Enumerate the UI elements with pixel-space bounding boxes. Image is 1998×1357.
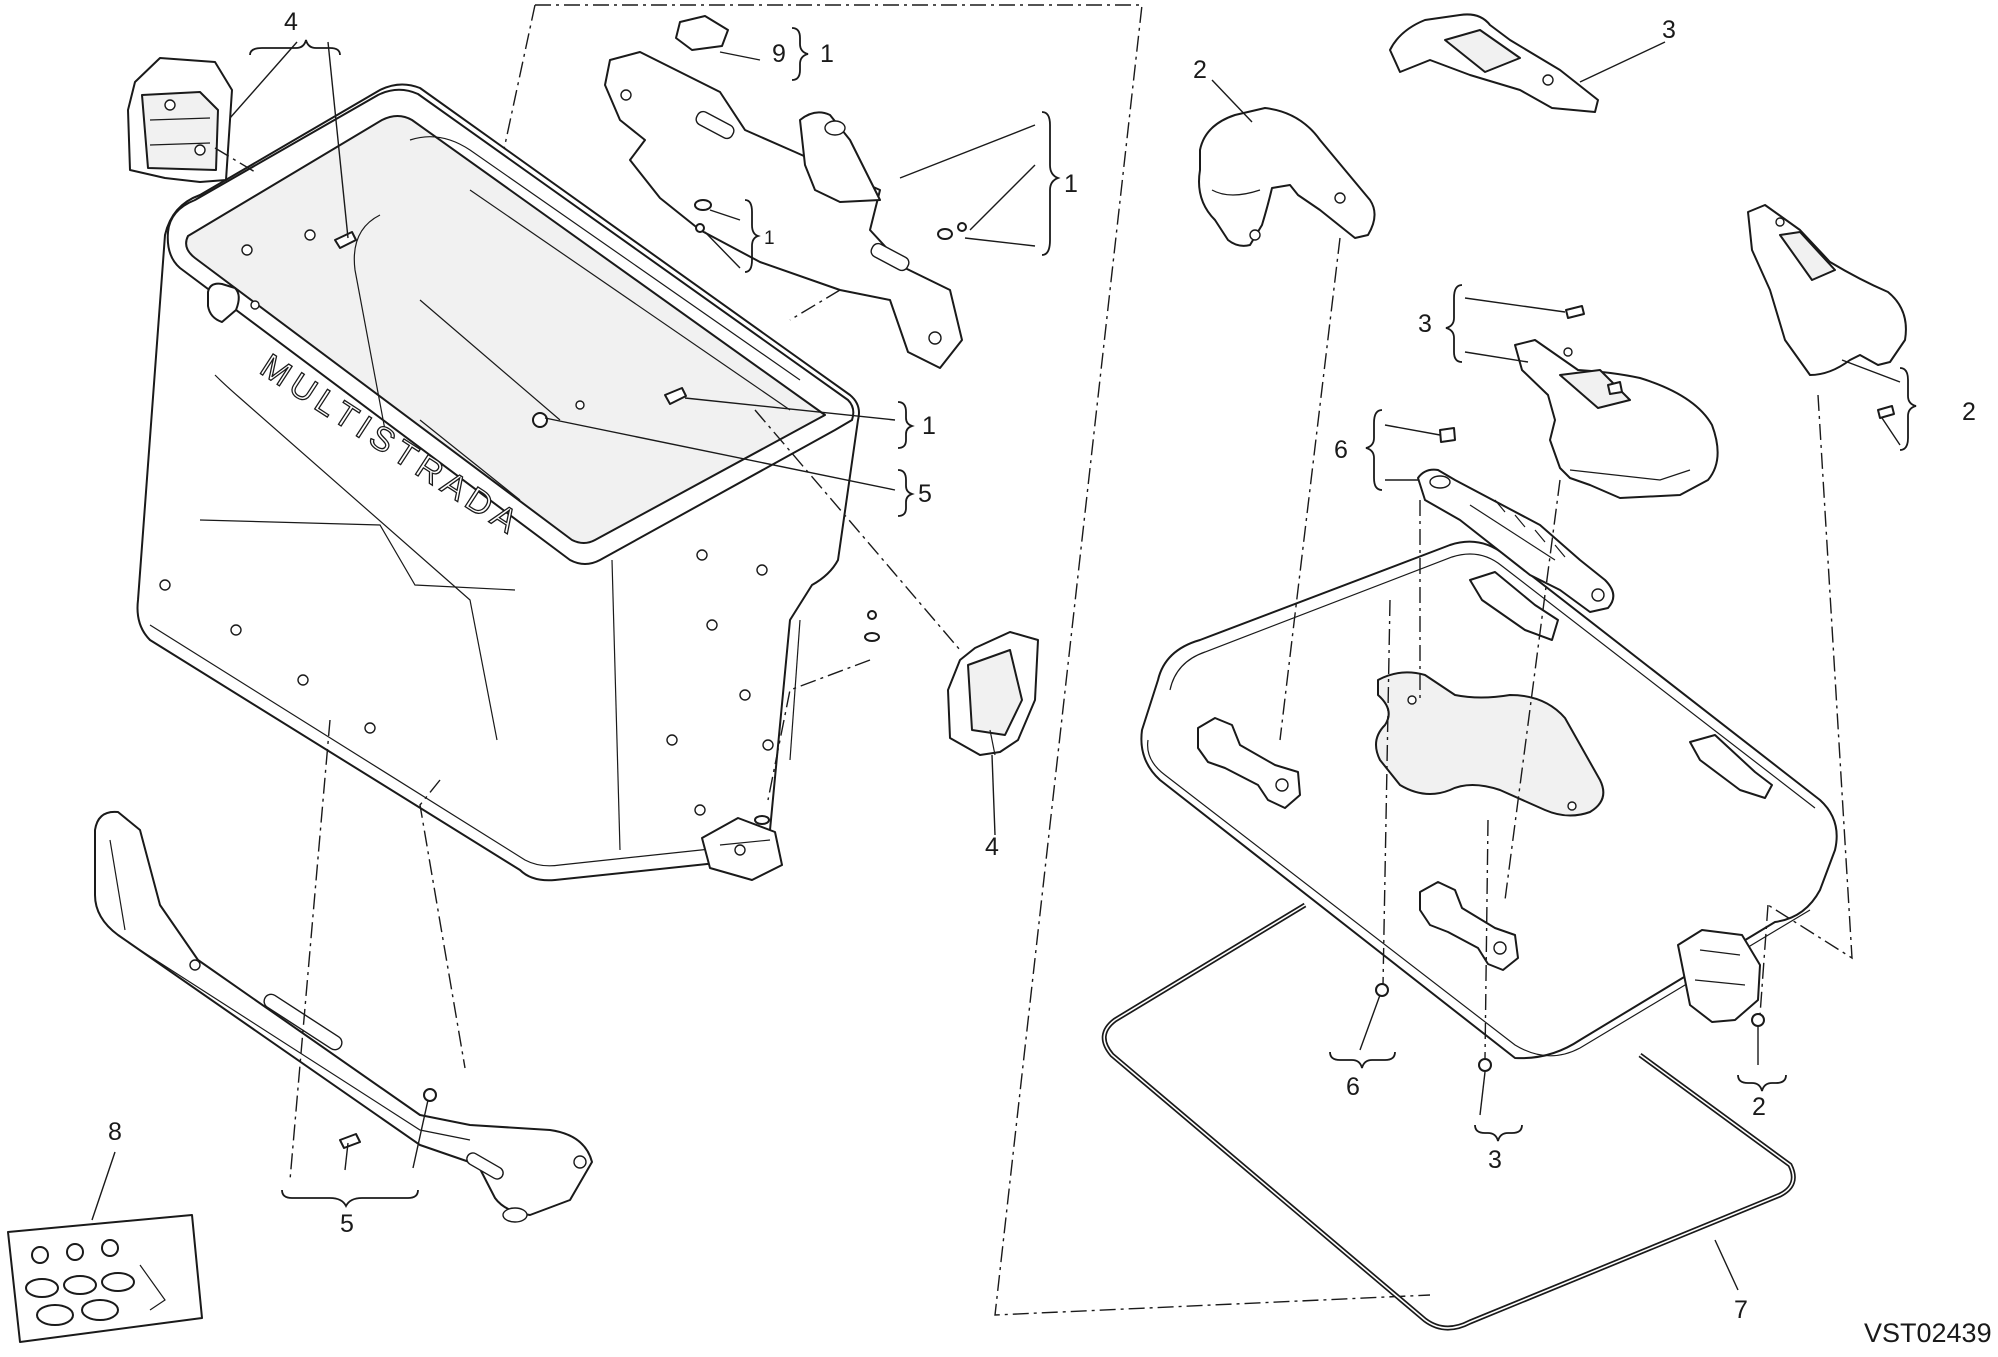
nut-2: [1751, 1013, 1765, 1027]
case-lid: [1140, 540, 1838, 1060]
small-screws-right: [1439, 305, 1895, 443]
hinge-base-block: [701, 817, 783, 881]
callout-1-small-bracket: 1: [764, 228, 775, 249]
washer-mid: [864, 632, 880, 642]
ducati-shield-emblem: [207, 282, 240, 323]
callout-labels: 4 9 1 1 1 1 5 4 5 8 2 3 3 6 2 6 3 2 7: [108, 8, 1976, 1324]
plate-fasteners: [694, 199, 967, 240]
assembly-alignment-lines: [214, 147, 1853, 1181]
lid-seal-gasket: [1101, 902, 1796, 1331]
callout-2-bottom: 2: [1752, 1093, 1766, 1121]
nut-3: [1478, 1058, 1492, 1072]
callout-6-bottom: 6: [1346, 1073, 1360, 1101]
corner-protector-top: [1198, 107, 1376, 247]
corner-protector-right: [1747, 204, 1907, 376]
assembly-frame-line: [535, 4, 1431, 1316]
lock-cylinder: [799, 111, 881, 203]
rail-screw: [339, 1133, 361, 1149]
latch-mechanism-middle: [947, 631, 1039, 756]
hardware-kit-card: [7, 1214, 203, 1343]
callout-5-mid: 5: [918, 480, 932, 508]
callout-5-bottom: 5: [340, 1210, 354, 1238]
latch-mechanism-top-left: [127, 57, 233, 183]
nut-6: [1375, 983, 1389, 997]
callout-1-top: 1: [820, 40, 834, 68]
callout-1-right-bracket: 1: [1064, 170, 1078, 198]
leader-lines: [91, 41, 1901, 1291]
group-braces: [249, 27, 1917, 1209]
callout-6-mid: 6: [1334, 436, 1348, 464]
corner-protector-top-right: [1389, 13, 1599, 113]
rail-washer: [423, 1088, 437, 1102]
drawing-reference-code: VST02439: [1864, 1318, 1992, 1348]
callout-3-top: 3: [1662, 16, 1676, 44]
callout-3-bottom: 3: [1488, 1146, 1502, 1174]
callout-7: 7: [1734, 1296, 1748, 1324]
corner-protector-mid: [1514, 339, 1719, 499]
rubber-cap-part-9: [675, 15, 729, 51]
callout-2-top: 2: [1193, 56, 1207, 84]
case-screws: [334, 231, 687, 428]
callout-4-top-left: 4: [284, 8, 298, 36]
callout-8: 8: [108, 1118, 122, 1146]
callout-3-mid: 3: [1418, 310, 1432, 338]
mounting-plate-bracket: [604, 51, 963, 369]
callout-2-right: 2: [1962, 398, 1976, 426]
side-case-body: MULTISTRADA: [136, 83, 860, 882]
lid-strap: [1417, 468, 1615, 613]
callout-9: 9: [772, 40, 786, 68]
callout-1-mid: 1: [922, 412, 936, 440]
protection-rail-bottom: [94, 810, 593, 1223]
screw-mid: [867, 610, 877, 620]
callout-4-bottom: 4: [985, 833, 999, 861]
washer-low: [754, 815, 770, 825]
